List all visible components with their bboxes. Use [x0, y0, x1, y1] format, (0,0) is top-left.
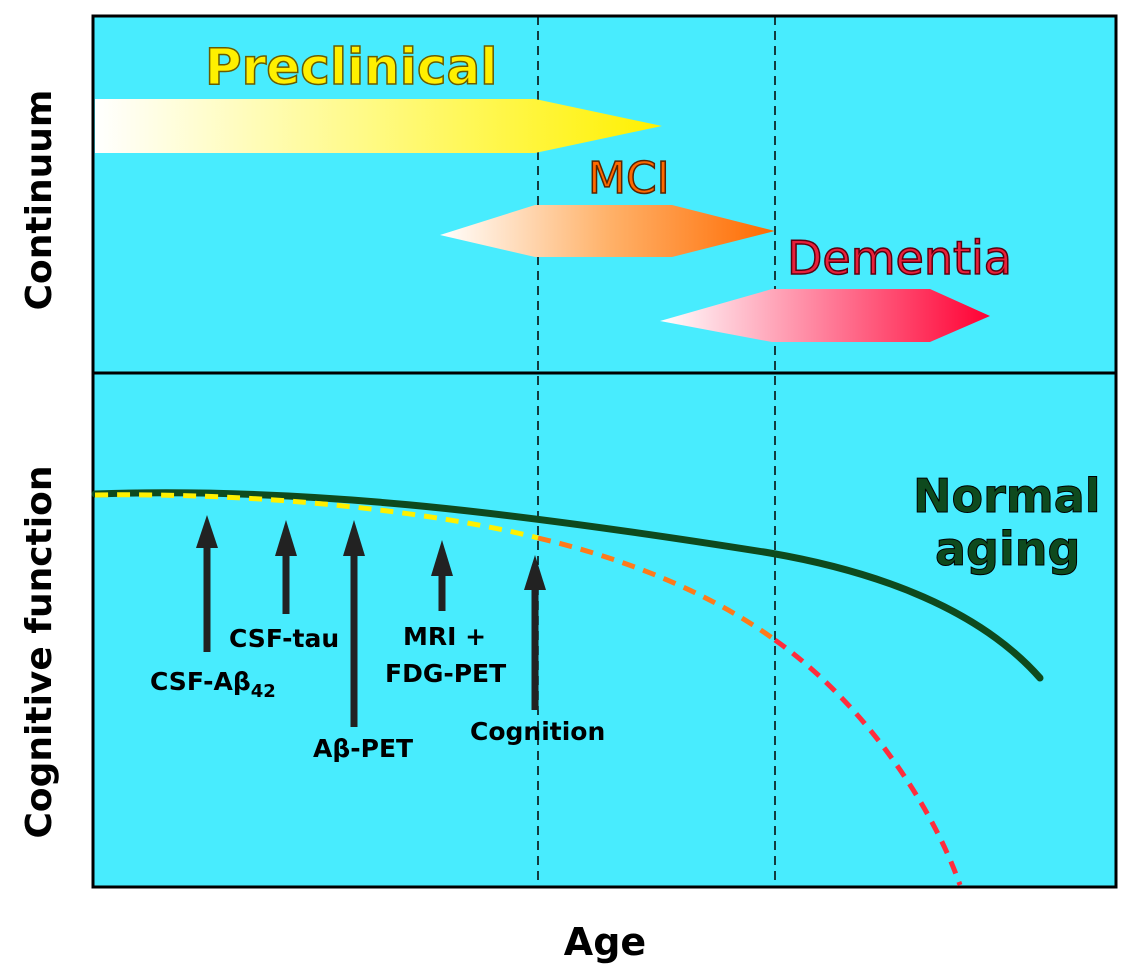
biomarker-label-csf-tau: CSF-tau [229, 624, 339, 653]
biomarker-label-csf-abeta42: CSF-Aβ42 [150, 667, 276, 702]
stage-label-mci: MCI [588, 153, 670, 204]
cognition-arrow [524, 555, 546, 710]
csf-tau-arrow [275, 520, 297, 614]
biomarker-label-cognition: Cognition [470, 717, 605, 746]
biomarker-label-mri-line1: MRI + [403, 622, 486, 651]
abeta-pet-arrow [343, 520, 365, 727]
csf-abeta42-subscript: 42 [251, 681, 276, 702]
cognitive-function-panel [91, 371, 1118, 889]
csf-abeta42-arrow [196, 515, 218, 652]
biomarker-label-mri-line2: FDG-PET [385, 659, 506, 688]
mci-decline-dash [537, 535, 777, 643]
x-axis-title-age: Age [564, 920, 646, 964]
csf-abeta42-main: CSF-Aβ [150, 667, 251, 696]
stage-label-dementia: Dementia [787, 231, 1012, 285]
preclinical-arrow [95, 99, 662, 153]
mci-arrow [440, 205, 775, 257]
normal-aging-curve [91, 489, 1044, 682]
dementia-arrow [660, 289, 990, 342]
stage-label-preclinical: Preclinical [205, 38, 497, 96]
y-axis-title-continuum: Continuum [19, 90, 60, 311]
dementia-decline-dash [773, 637, 963, 886]
biomarker-label-abeta-pet: Aβ-PET [313, 734, 413, 763]
y-axis-title-cognitive-function: Cognitive function [19, 465, 60, 838]
normal-aging-label-line2: aging [935, 522, 1080, 576]
biomarker-arrows [196, 515, 546, 727]
preclinical-decline-dash [94, 492, 539, 541]
normal-aging-label-line1: Normal [913, 469, 1101, 523]
mri-fdg-pet-arrow [431, 540, 453, 611]
